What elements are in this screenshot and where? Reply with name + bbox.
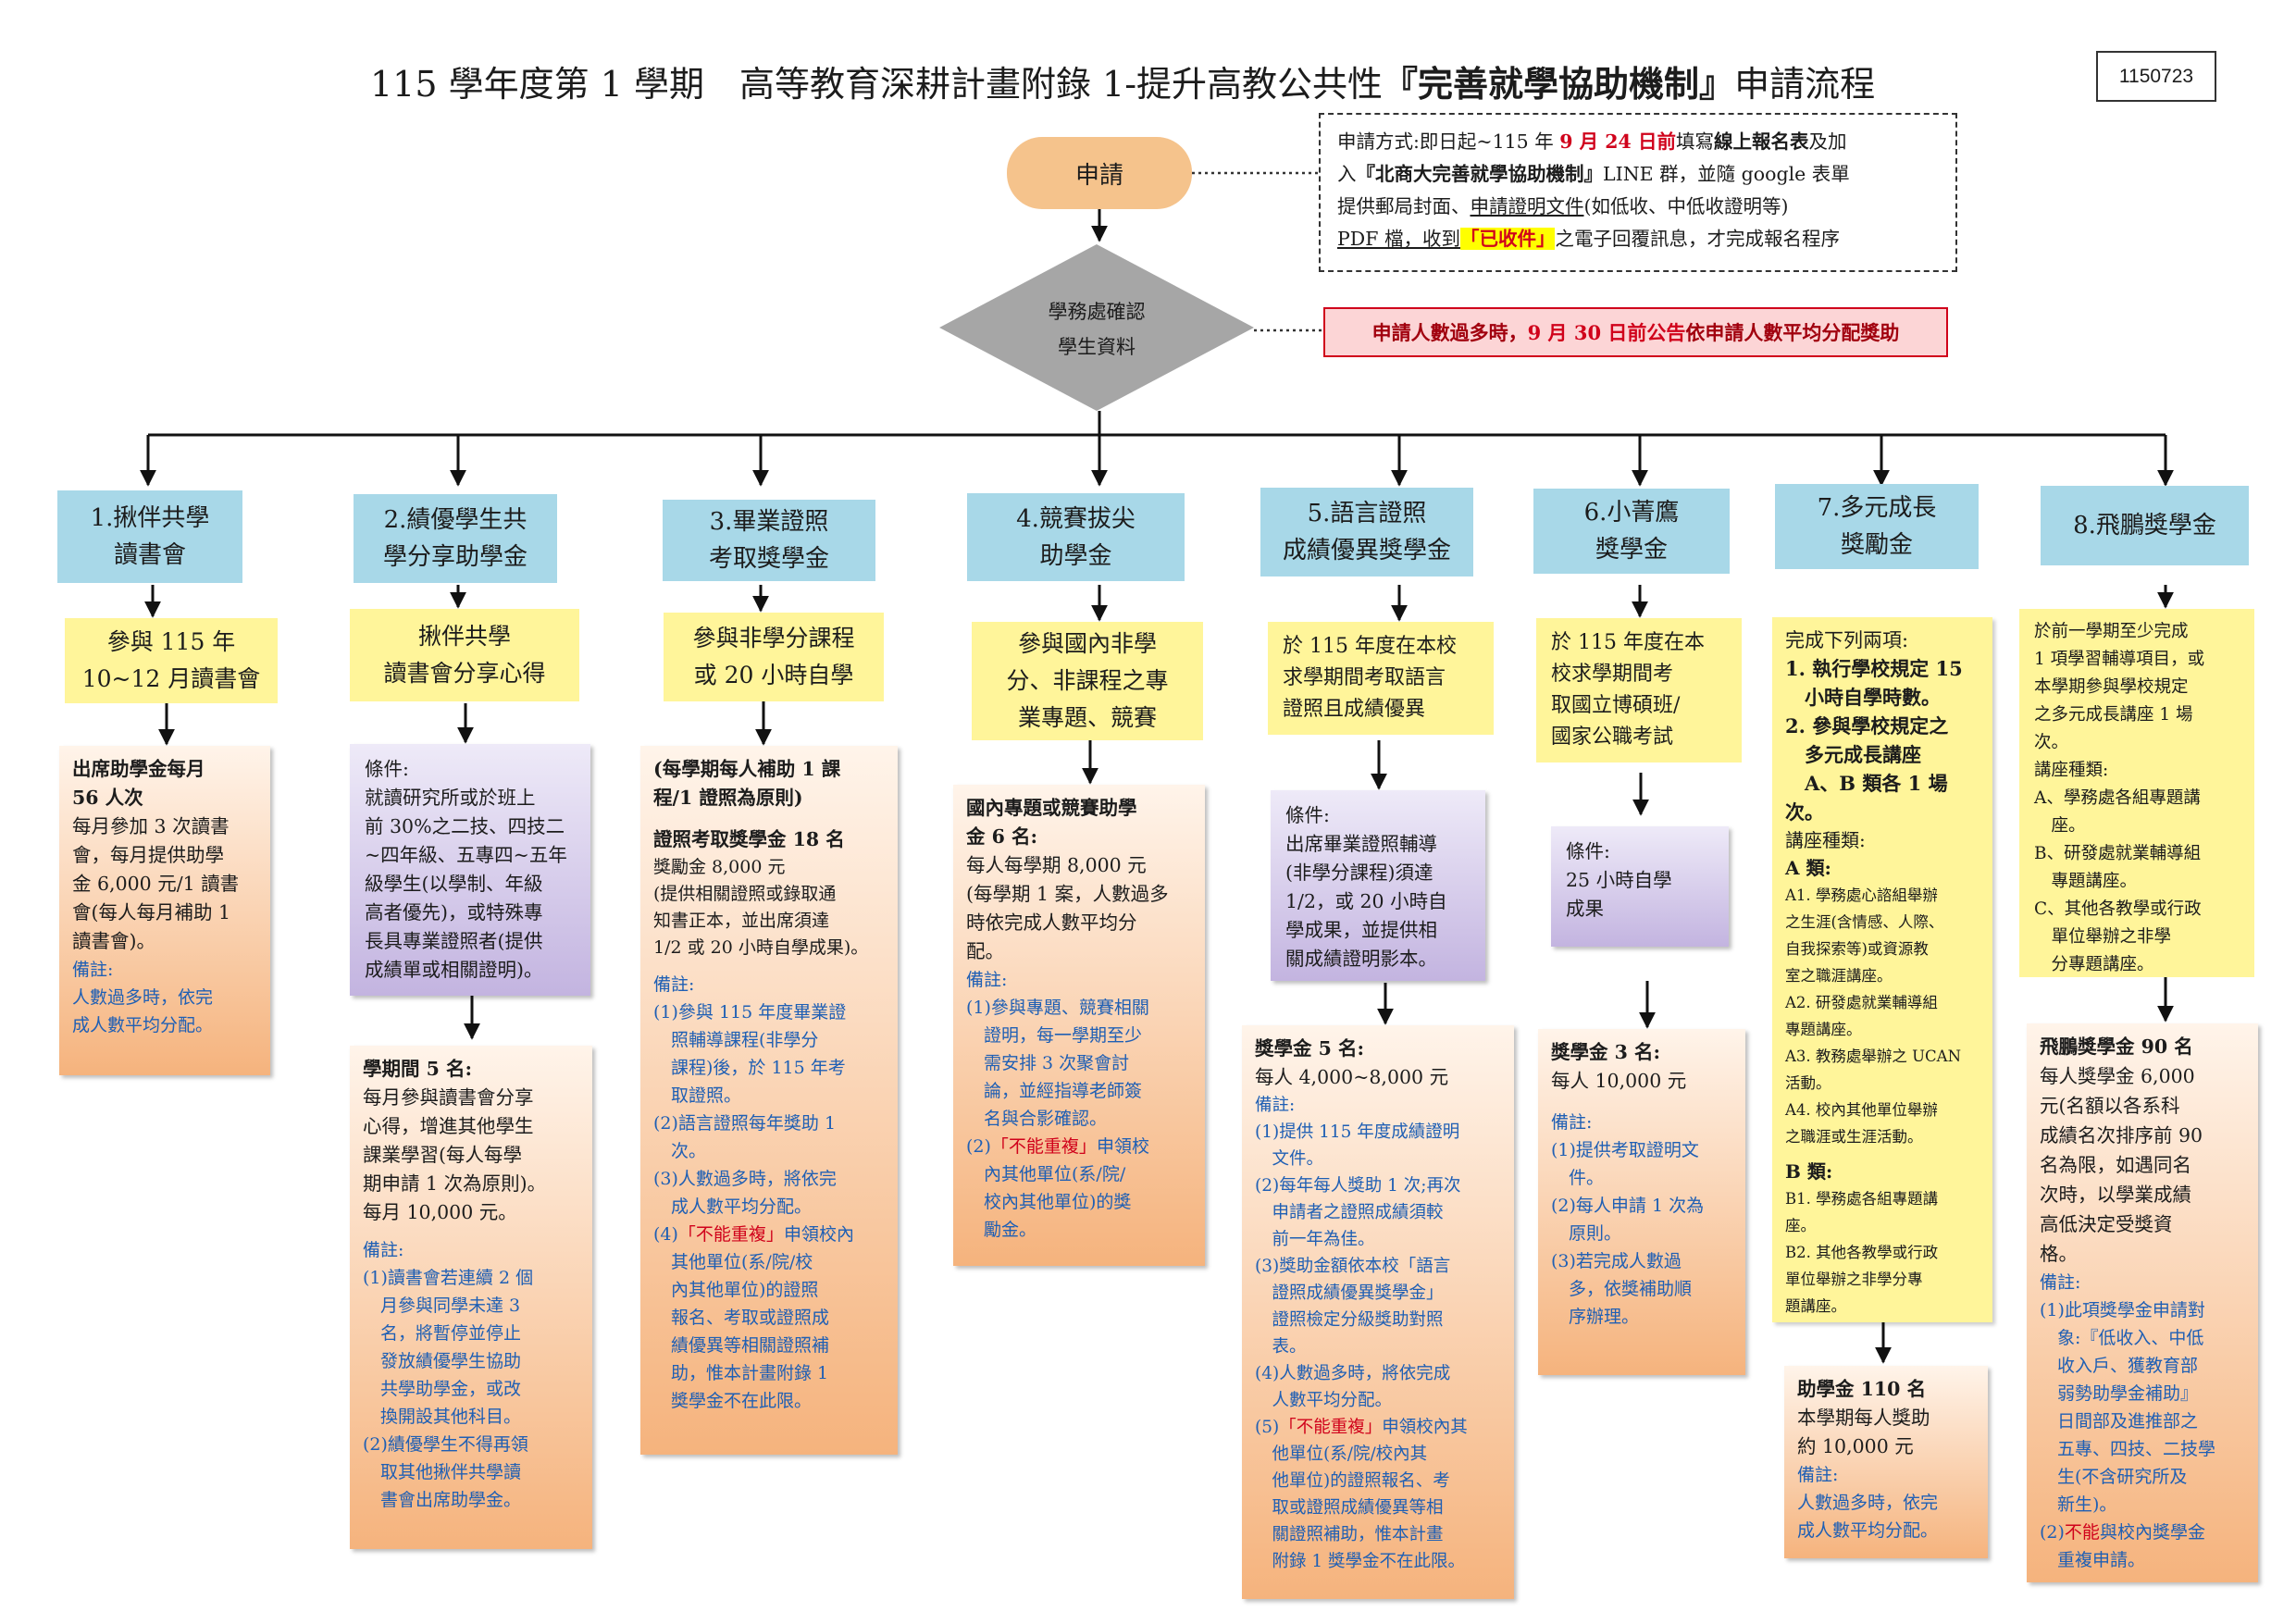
category-7-requirement: 完成下列兩項: 1. 執行學校規定 15 小時自學時數。 2. 參與學校規定之 … (1772, 617, 1992, 1322)
category-1-title: 1.揪伴共學 讀書會 (57, 490, 242, 583)
category-8-requirement: 於前一學期至少完成 1 項學習輔導項目，或 本學期參與學校規定 之多元成長講座 … (2019, 609, 2254, 977)
category-3-title: 3.畢業證照 考取獎學金 (663, 500, 875, 581)
category-2-condition: 條件: 就讀研究所或於班上 前 30%之二技、四技二 ~四年級、五專四~五年 級… (350, 744, 590, 996)
category-8-title: 8.飛鵬獎學金 (2041, 486, 2249, 565)
category-7-title: 7.多元成長 獎勵金 (1775, 484, 1979, 569)
category-1-detail: 出席助學金每月 56 人次 每月參加 3 次讀書 會，每月提供助學 金 6,00… (59, 746, 270, 1075)
apply-node: 申請 (1007, 137, 1192, 209)
review-diamond (939, 244, 1254, 411)
category-6-title: 6.小菁鷹 獎學金 (1533, 489, 1730, 574)
category-4-detail: 國內專題或競賽助學 金 6 名: 每人每學期 8,000 元 (每學期 1 案，… (953, 785, 1205, 1266)
category-5-title: 5.語言證照 成績優異獎學金 (1260, 488, 1473, 576)
category-2-requirement: 揪伴共學 讀書會分享心得 (350, 609, 579, 701)
category-8-detail: 飛鵬獎學金 90 名 每人獎學金 6,000 元(名額以各系科 成績名次排序前 … (2027, 1023, 2258, 1582)
category-7-detail: 助學金 110 名 本學期每人獎助 約 10,000 元 備註: 人數過多時，依… (1784, 1366, 1988, 1558)
page-title: 115 學年度第 1 學期 高等教育深耕計畫附錄 1-提升高教公共性『完善就學協… (370, 63, 1876, 105)
review-note: 申請人數過多時，9 月 30 日前公告依申請人數平均分配獎助 (1323, 307, 1948, 357)
apply-method-note: 申請方式:即日起~115 年 9 月 24 日前填寫線上報名表及加 入『北商大完… (1319, 113, 1957, 272)
category-5-requirement: 於 115 年度在本校 求學期間考取語言 證照且成績優異 (1268, 622, 1494, 735)
category-4-title: 4.競賽拔尖 助學金 (967, 493, 1185, 581)
category-5-condition: 條件: 出席畢業證照輔導 (非學分課程)須達 1/2，或 20 小時自 學成果，… (1271, 790, 1485, 981)
category-6-detail: 獎學金 3 名: 每人 10,000 元 備註: (1)提供考取證明文 件。 (… (1538, 1029, 1745, 1375)
category-5-detail: 獎學金 5 名: 每人 4,000~8,000 元 備註: (1)提供 115 … (1242, 1025, 1514, 1599)
category-2-title: 2.績優學生共 學分享助學金 (354, 494, 557, 583)
review-node: 學務處確認學生資料 (1048, 301, 1146, 358)
category-3-detail: (每學期每人補助 1 課 程/1 證照為原則) 證照考取獎學金 18 名 獎勵金… (640, 746, 898, 1455)
category-3-requirement: 參與非學分課程 或 20 小時自學 (664, 613, 884, 701)
document-code: 1150723 (2096, 51, 2216, 102)
category-1-requirement: 參與 115 年 10~12 月讀書會 (65, 618, 278, 703)
category-6-condition: 條件: 25 小時自學 成果 (1551, 826, 1729, 947)
category-6-requirement: 於 115 年度在本 校求學期間考 取國立博碩班/ 國家公職考試 (1536, 618, 1742, 762)
category-2-detail: 學期間 5 名: 每月參與讀書會分享 心得，增進其他學生 課業學習(每人每學 期… (350, 1046, 592, 1549)
category-4-requirement: 參與國內非學 分、非課程之專 業專題、競賽 (972, 622, 1203, 740)
